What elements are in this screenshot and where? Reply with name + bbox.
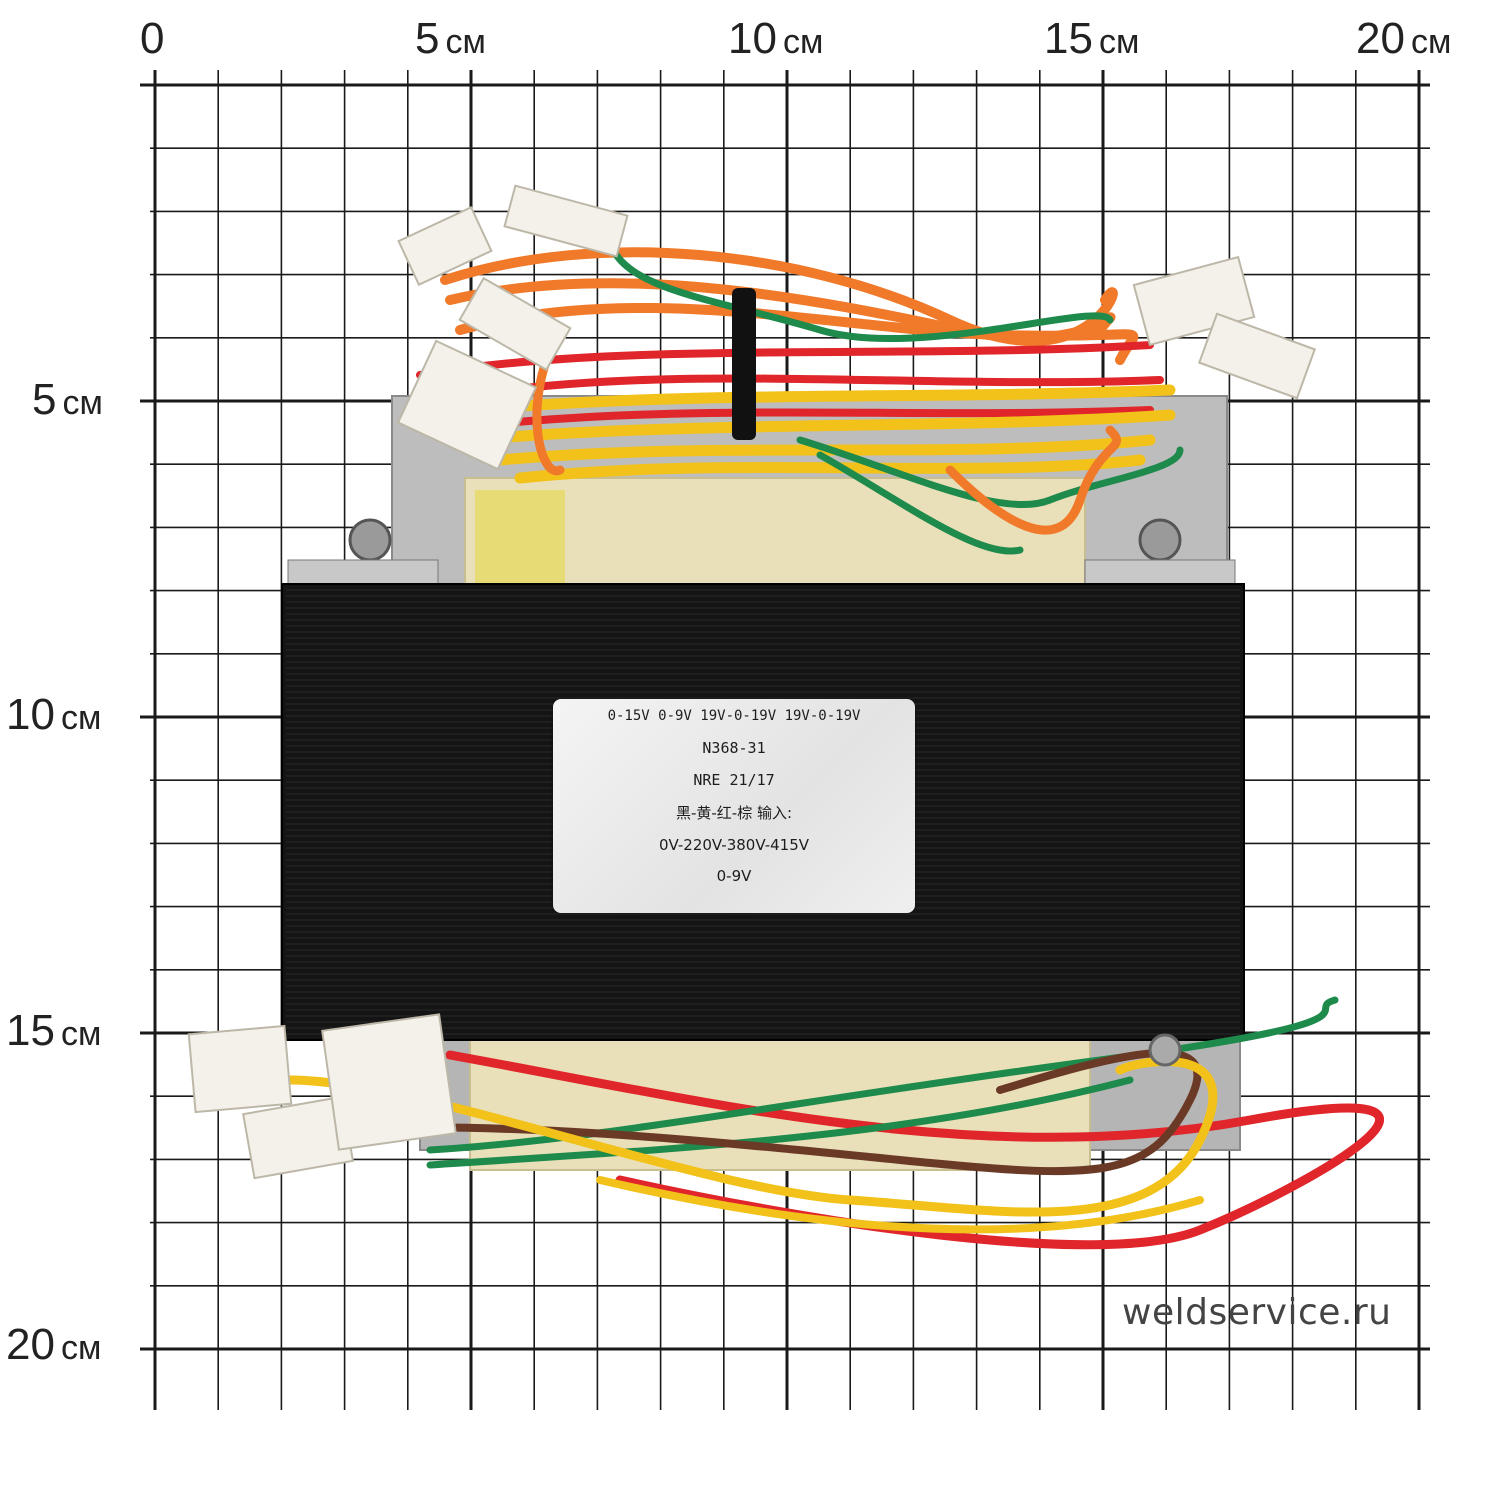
watermark-text: weldservice.ru bbox=[1122, 1292, 1392, 1333]
core-laminations bbox=[286, 589, 1240, 1035]
nameplate-output: 0-9V bbox=[716, 867, 752, 885]
cable-tie bbox=[732, 288, 756, 440]
connectors-top bbox=[396, 184, 1317, 471]
yellow-tape-top bbox=[475, 490, 565, 585]
bolt-left bbox=[348, 518, 392, 562]
wire-bundle-top bbox=[416, 236, 1184, 555]
nameplate-input-voltages: 0V-220V-380V-415V bbox=[658, 836, 810, 854]
clamp-left bbox=[287, 559, 439, 587]
nameplate-input-colors: 黑-黄-红-棕 输入: bbox=[675, 804, 793, 822]
bolt-right bbox=[1138, 518, 1182, 562]
bottom-bolt bbox=[1148, 1033, 1182, 1067]
transformer-nameplate: 0-15V 0-9V 19V-0-19V 19V-0-19V N368-31 N… bbox=[553, 699, 915, 913]
connectors-bottom bbox=[187, 1013, 457, 1180]
nameplate-voltages: 0-15V 0-9V 19V-0-19V 19V-0-19V bbox=[607, 708, 861, 724]
nameplate-model: N368-31 bbox=[702, 739, 766, 757]
clamp-right bbox=[1084, 559, 1236, 587]
ruler-top-label-0: 0 bbox=[140, 14, 165, 63]
nameplate-code: NRE 21/17 bbox=[693, 771, 775, 789]
